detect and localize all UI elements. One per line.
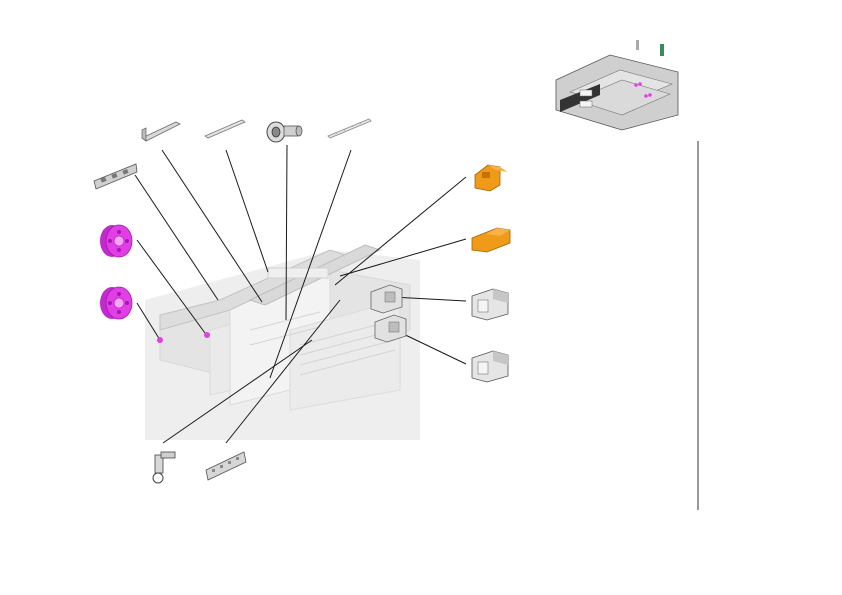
end-plate-slotted [93, 163, 138, 190]
wheel-upper [100, 224, 133, 258]
connector-bracket-upper-exploded [471, 288, 509, 321]
latch-upper [474, 164, 508, 192]
wheel-marker-upper [204, 332, 210, 338]
leader-lines [134, 144, 467, 444]
connector-bracket-lower-exploded [471, 350, 509, 383]
connector-bracket-upper [370, 284, 403, 314]
rail-bracket-long [141, 121, 181, 142]
cable-clip [152, 451, 176, 484]
latch-lower [471, 227, 511, 253]
connector-bracket-lower [374, 314, 407, 343]
wheel-marker-lower [157, 337, 163, 343]
rail-strip-perforated [327, 118, 372, 139]
wheel-lower [100, 286, 133, 320]
thumbscrew [266, 121, 303, 143]
assembly-thumbnail [555, 40, 679, 131]
rail-base-perforated [205, 451, 247, 481]
rail-strip-thin [204, 119, 246, 139]
ghost-main-assembly [145, 244, 420, 440]
